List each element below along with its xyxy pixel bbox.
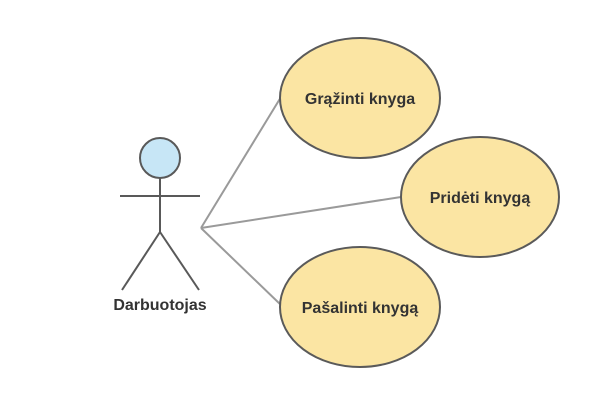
use-case-label: Pridėti knygą <box>430 190 531 207</box>
use-case-ellipse <box>279 246 441 368</box>
use-case-ellipse <box>279 37 441 159</box>
use-case-label: Pašalinti knygą <box>302 300 419 317</box>
actor-stick-figure <box>120 137 200 291</box>
association-line-prideti <box>200 196 402 229</box>
use-case-ellipse <box>400 136 560 258</box>
actor-head <box>139 137 181 179</box>
use-case-prideti-knyga: Pridėti knygą <box>400 136 560 258</box>
actor-label: Darbuotojas <box>113 297 206 314</box>
association-line-grazinti <box>200 96 282 229</box>
use-case-grazinti-knyga: Grąžinti knyga <box>279 37 441 159</box>
actor-left-leg <box>121 231 161 291</box>
actor-right-leg <box>159 231 200 291</box>
use-case-label: Grąžinti knyga <box>305 91 415 108</box>
use-case-pasalinti-knyga: Pašalinti knygą <box>279 246 441 368</box>
association-line-pasalinti <box>200 227 282 306</box>
